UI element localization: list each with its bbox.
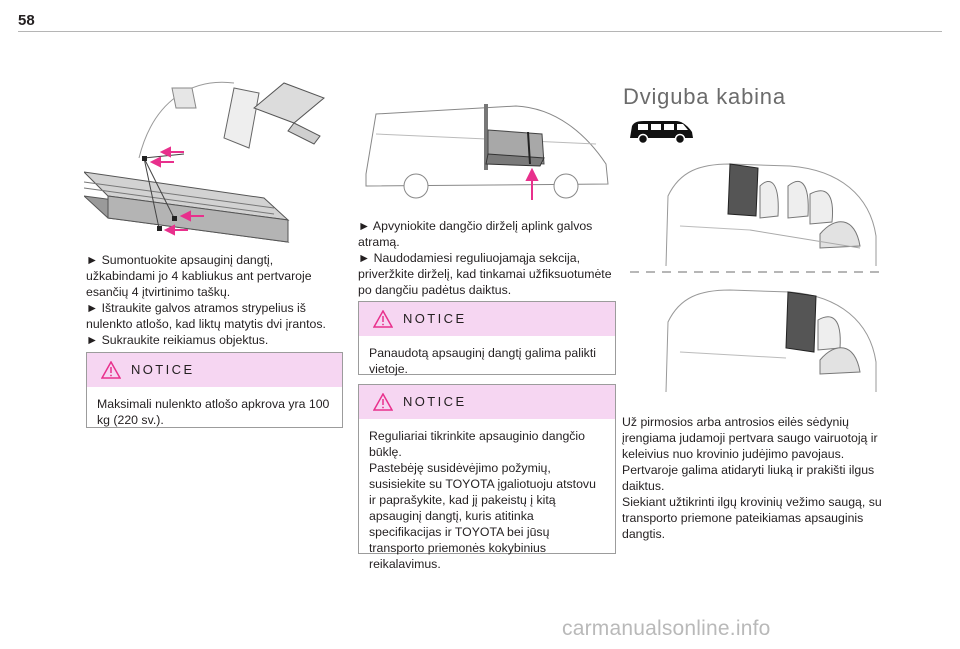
- watermark: carmanualsonline.info: [562, 617, 771, 640]
- notice-header: NOTICE: [359, 302, 615, 336]
- col2-notice-1: NOTICE Panaudotą apsauginį dangtį galima…: [358, 301, 616, 376]
- warning-triangle-icon: [373, 393, 393, 411]
- warning-triangle-icon: [373, 310, 393, 328]
- notice-title: NOTICE: [403, 394, 467, 409]
- col2-instructions: ► Apvyniokite dangčio dirželį aplink gal…: [358, 218, 616, 298]
- cargo-cover-hooks-illustration: [84, 81, 325, 243]
- notice-text: Maksimali nulenkto atlošo apkrova yra 10…: [97, 397, 330, 427]
- header-rule: [18, 31, 942, 32]
- notice-text: Panaudotą apsauginį dangtį galima palikt…: [369, 346, 596, 376]
- col1-instructions: ► Sumontuokite apsauginį dangtį, užkabin…: [86, 252, 344, 348]
- double-cab-partition-illustration-bottom: [665, 289, 877, 393]
- notice-header: NOTICE: [87, 353, 342, 387]
- section-title: Dviguba kabina: [623, 84, 786, 109]
- dashed-divider: [630, 271, 884, 273]
- notice-text: Reguliariai tikrinkite apsauginio dangči…: [369, 429, 596, 571]
- notice-header: NOTICE: [359, 385, 615, 419]
- warning-triangle-icon: [101, 361, 121, 379]
- col1-notice: NOTICE Maksimali nulenkto atlošo apkrova…: [86, 352, 343, 428]
- double-cab-partition-illustration-top: [665, 163, 877, 267]
- notice-title: NOTICE: [403, 311, 467, 326]
- col2-instructions-text: ► Apvyniokite dangčio dirželį aplink gal…: [358, 219, 612, 297]
- col3-body-text: Už pirmosios arba antrosios eilės sėdyni…: [622, 415, 882, 541]
- col3-text: Už pirmosios arba antrosios eilės sėdyni…: [622, 414, 886, 542]
- page-number: 58: [18, 12, 35, 29]
- notice-title: NOTICE: [131, 362, 195, 377]
- col1-instructions-text: ► Sumontuokite apsauginį dangtį, užkabin…: [86, 253, 326, 347]
- col2-notice-2: NOTICE Reguliariai tikrinkite apsauginio…: [358, 384, 616, 571]
- cargo-cover-strap-illustration: [365, 104, 609, 200]
- van-silhouette-icon: [630, 121, 693, 145]
